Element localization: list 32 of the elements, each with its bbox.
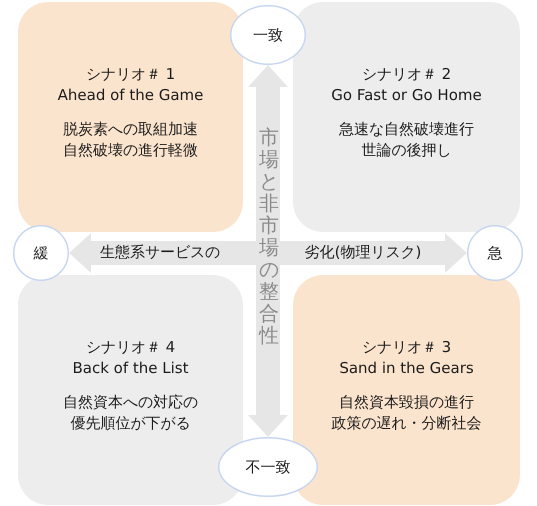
- scenario-title: シナリオ＃ 1: [86, 64, 176, 85]
- scenario-name: Back of the List: [72, 358, 188, 379]
- scenario-card: [293, 2, 520, 232]
- scenario-description: 自然資本毀損の進行: [339, 392, 474, 413]
- scenario-description: 脱炭素への取組加速: [63, 119, 198, 140]
- axis-end-oval: [467, 225, 523, 281]
- scenario-description: 政策の遅れ・分断社会: [332, 413, 482, 434]
- scenario-description: 優先順位が下がる: [70, 413, 190, 434]
- axis-end-oval: [13, 225, 69, 281]
- scenario-title: シナリオ＃ 4: [86, 337, 176, 358]
- scenario-description: 世論の後押し: [362, 140, 452, 161]
- axis-end-label: 緩: [34, 244, 48, 262]
- axis-end-oval: [230, 5, 306, 65]
- scenario-card: [18, 275, 243, 505]
- scenario-title: シナリオ＃ 2: [362, 64, 452, 85]
- scenario-name: Ahead of the Game: [58, 85, 204, 106]
- scenario-title: シナリオ＃ 3: [362, 337, 452, 358]
- scenario-name: Go Fast or Go Home: [331, 85, 482, 106]
- scenario-name: Sand in the Gears: [339, 358, 474, 379]
- edge-label: 市場と非市場の整合性: [259, 126, 279, 346]
- double-arrow: [69, 233, 467, 273]
- axis-end-label: 不一致: [246, 458, 290, 476]
- scenario-description: 自然破壊の進行軽微: [63, 140, 198, 161]
- axis-label: 劣化(物理リスク): [304, 242, 422, 262]
- axis-end-label: 一致: [253, 26, 283, 44]
- scenario-card: [293, 275, 520, 505]
- scenario-card: [18, 2, 243, 232]
- scenario-description: 急速な自然破壊進行: [339, 119, 474, 140]
- axis-end-oval: [218, 437, 318, 497]
- axis-end-label: 急: [488, 244, 502, 262]
- scenario-description: 自然資本への対応の: [63, 392, 198, 413]
- axis-label: 生態系サービスの: [100, 242, 220, 262]
